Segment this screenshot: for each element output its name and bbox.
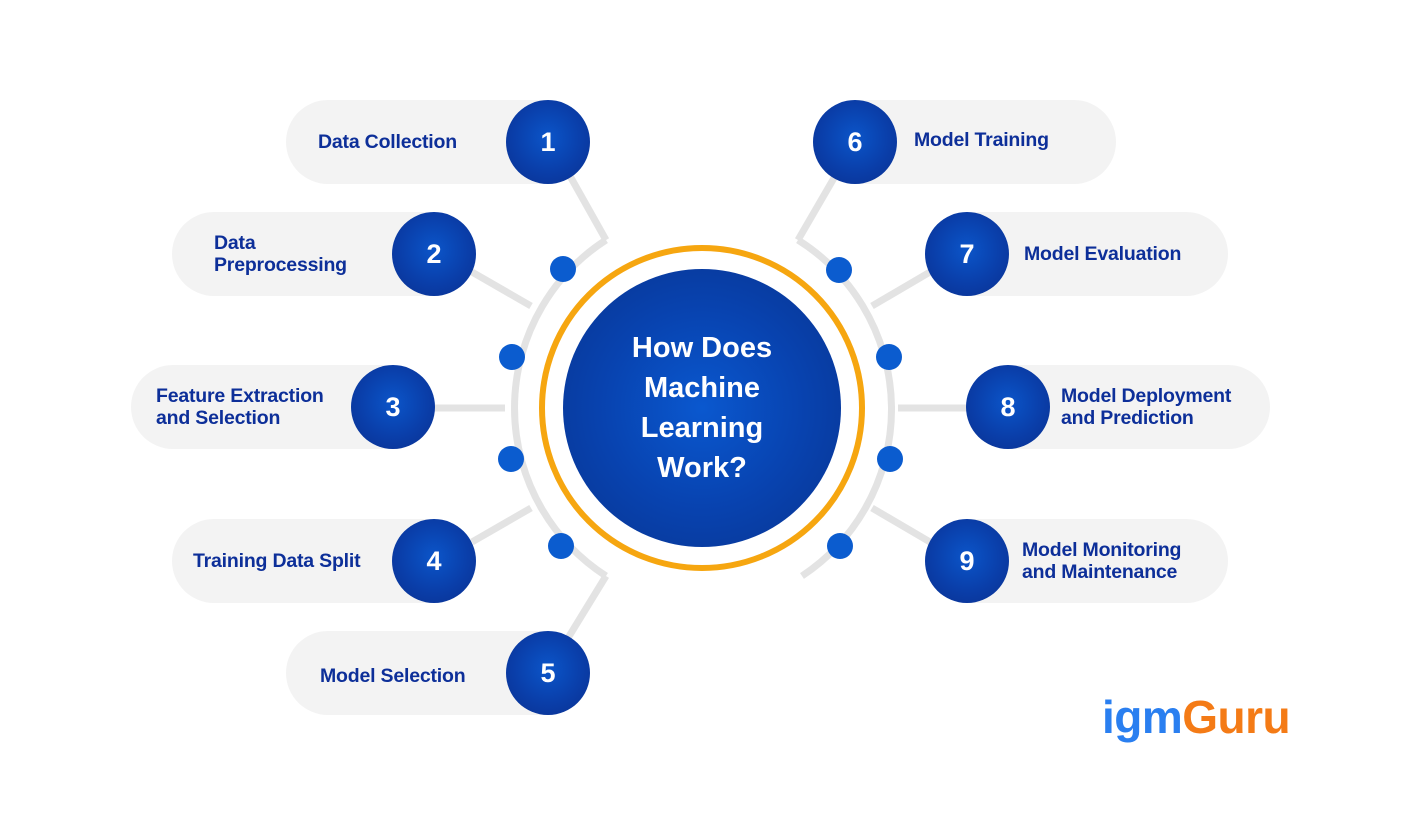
step-5-label: Model Selection bbox=[320, 665, 466, 687]
label-line: and Selection bbox=[156, 407, 281, 429]
connector-step-7 bbox=[870, 268, 932, 310]
label-line: Preprocessing bbox=[214, 254, 347, 276]
step-8-badge: 8 bbox=[966, 365, 1050, 449]
step-2-badge: 2 bbox=[392, 212, 476, 296]
label-line: and Prediction bbox=[1061, 407, 1194, 429]
hub-circle: How Does Machine Learning Work? bbox=[563, 269, 841, 547]
hub-title-line: Work? bbox=[657, 452, 747, 484]
hub-orange-ring bbox=[539, 245, 865, 571]
igmguru-logo: igmGuru bbox=[1102, 690, 1291, 744]
step-1-label: Data Collection bbox=[318, 131, 457, 153]
hub-title: How Does Machine Learning Work? bbox=[612, 328, 792, 488]
connector-step-2 bbox=[470, 268, 533, 310]
step-4-label: Training Data Split bbox=[193, 550, 361, 572]
step-9-badge: 9 bbox=[925, 519, 1009, 603]
step-6-label: Model Training bbox=[914, 129, 1049, 151]
connector-step-6 bbox=[794, 176, 838, 242]
hub-title-line: Learning bbox=[640, 412, 764, 444]
connector-step-9 bbox=[870, 504, 932, 546]
connector-dot bbox=[550, 256, 576, 282]
step-3-badge: 3 bbox=[351, 365, 435, 449]
connector-step-1 bbox=[566, 174, 610, 242]
hub-title-line: How Does bbox=[631, 332, 773, 364]
connector-dot bbox=[827, 533, 853, 559]
step-7-label: Model Evaluation bbox=[1024, 243, 1182, 265]
hub-title-line: Machine bbox=[643, 372, 761, 404]
connector-dot bbox=[499, 344, 525, 370]
connector-step-5 bbox=[565, 574, 609, 640]
connector-dot bbox=[876, 344, 902, 370]
label-line: Data bbox=[214, 232, 256, 254]
step-5-badge: 5 bbox=[506, 631, 590, 715]
connector-dot bbox=[826, 257, 852, 283]
step-4-badge: 4 bbox=[392, 519, 476, 603]
connector-step-4 bbox=[470, 504, 533, 546]
connector-dot bbox=[548, 533, 574, 559]
step-1-badge: 1 bbox=[506, 100, 590, 184]
logo-part-igm: igm bbox=[1102, 691, 1183, 743]
logo-part-guru: Guru bbox=[1182, 691, 1291, 743]
label-line: Model Monitoring bbox=[1022, 539, 1182, 561]
label-line: Model Deployment bbox=[1061, 385, 1232, 407]
connector-dot bbox=[877, 446, 903, 472]
step-6-badge: 6 bbox=[813, 100, 897, 184]
step-7-badge: 7 bbox=[925, 212, 1009, 296]
label-line: and Maintenance bbox=[1022, 561, 1178, 583]
connector-dot bbox=[498, 446, 524, 472]
label-line: Feature Extraction bbox=[156, 385, 324, 407]
